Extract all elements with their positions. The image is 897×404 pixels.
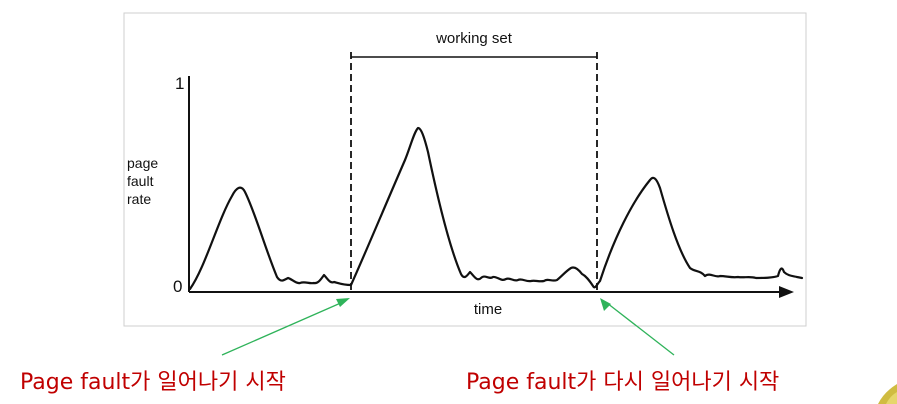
page-fault-rate-curve <box>188 126 804 291</box>
annotation-right: Page fault가 다시 일어나기 시작 <box>466 370 779 395</box>
y-tick-zero: 0 <box>173 277 182 296</box>
figure-frame <box>123 12 807 327</box>
annotation-arrowhead-left <box>336 298 350 307</box>
y-axis-label-line-1: page <box>127 155 158 171</box>
working-set-label: working set <box>435 30 513 47</box>
annotation-arrow-left <box>221 301 344 356</box>
annotation-left: Page fault가 일어나기 시작 <box>20 370 286 395</box>
x-axis-arrowhead <box>779 286 794 298</box>
x-axis-label: time <box>474 301 502 318</box>
y-tick-top: 1 <box>175 74 184 93</box>
annotation-arrow-right <box>606 302 675 356</box>
corner-accent-inner <box>886 392 897 404</box>
y-axis-label-line-2: fault <box>127 173 154 189</box>
y-axis-label-line-3: rate <box>127 191 151 207</box>
annotation-arrowhead-right <box>600 298 611 311</box>
